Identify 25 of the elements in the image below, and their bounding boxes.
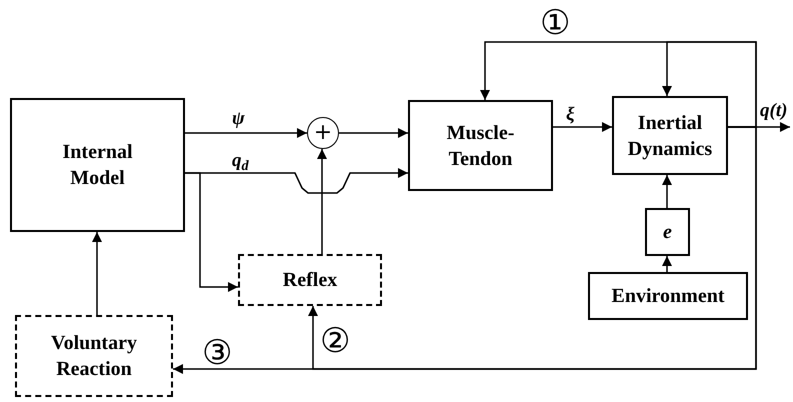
- block: Internal Model: [10, 98, 185, 232]
- arrow: [553, 122, 612, 132]
- block: e: [645, 208, 690, 256]
- arrow: [662, 256, 672, 272]
- edge-label: q$_{d}$: [232, 150, 249, 172]
- arrow: [185, 172, 238, 292]
- arrow: [92, 232, 102, 315]
- edge-label: ξ: [566, 104, 575, 126]
- dashed-block: Reflex: [238, 254, 382, 306]
- arrow: [662, 175, 672, 208]
- edge-label: ψ: [232, 108, 245, 130]
- arrow: [173, 126, 757, 374]
- callout-number: ①: [540, 4, 570, 42]
- arrow: [185, 128, 307, 138]
- edge-label: q(t): [760, 100, 788, 122]
- block: Environment: [588, 272, 748, 320]
- summing-junction: +: [307, 117, 339, 149]
- arrow: [662, 41, 757, 128]
- callout-number: ③: [202, 334, 232, 372]
- arrow: [339, 128, 408, 138]
- block: Inertial Dynamics: [612, 96, 728, 175]
- callout-number: ②: [320, 322, 350, 360]
- block: Muscle-Tendon: [408, 100, 553, 191]
- arrow: [317, 149, 327, 254]
- dashed-block: Voluntary Reaction: [15, 315, 173, 397]
